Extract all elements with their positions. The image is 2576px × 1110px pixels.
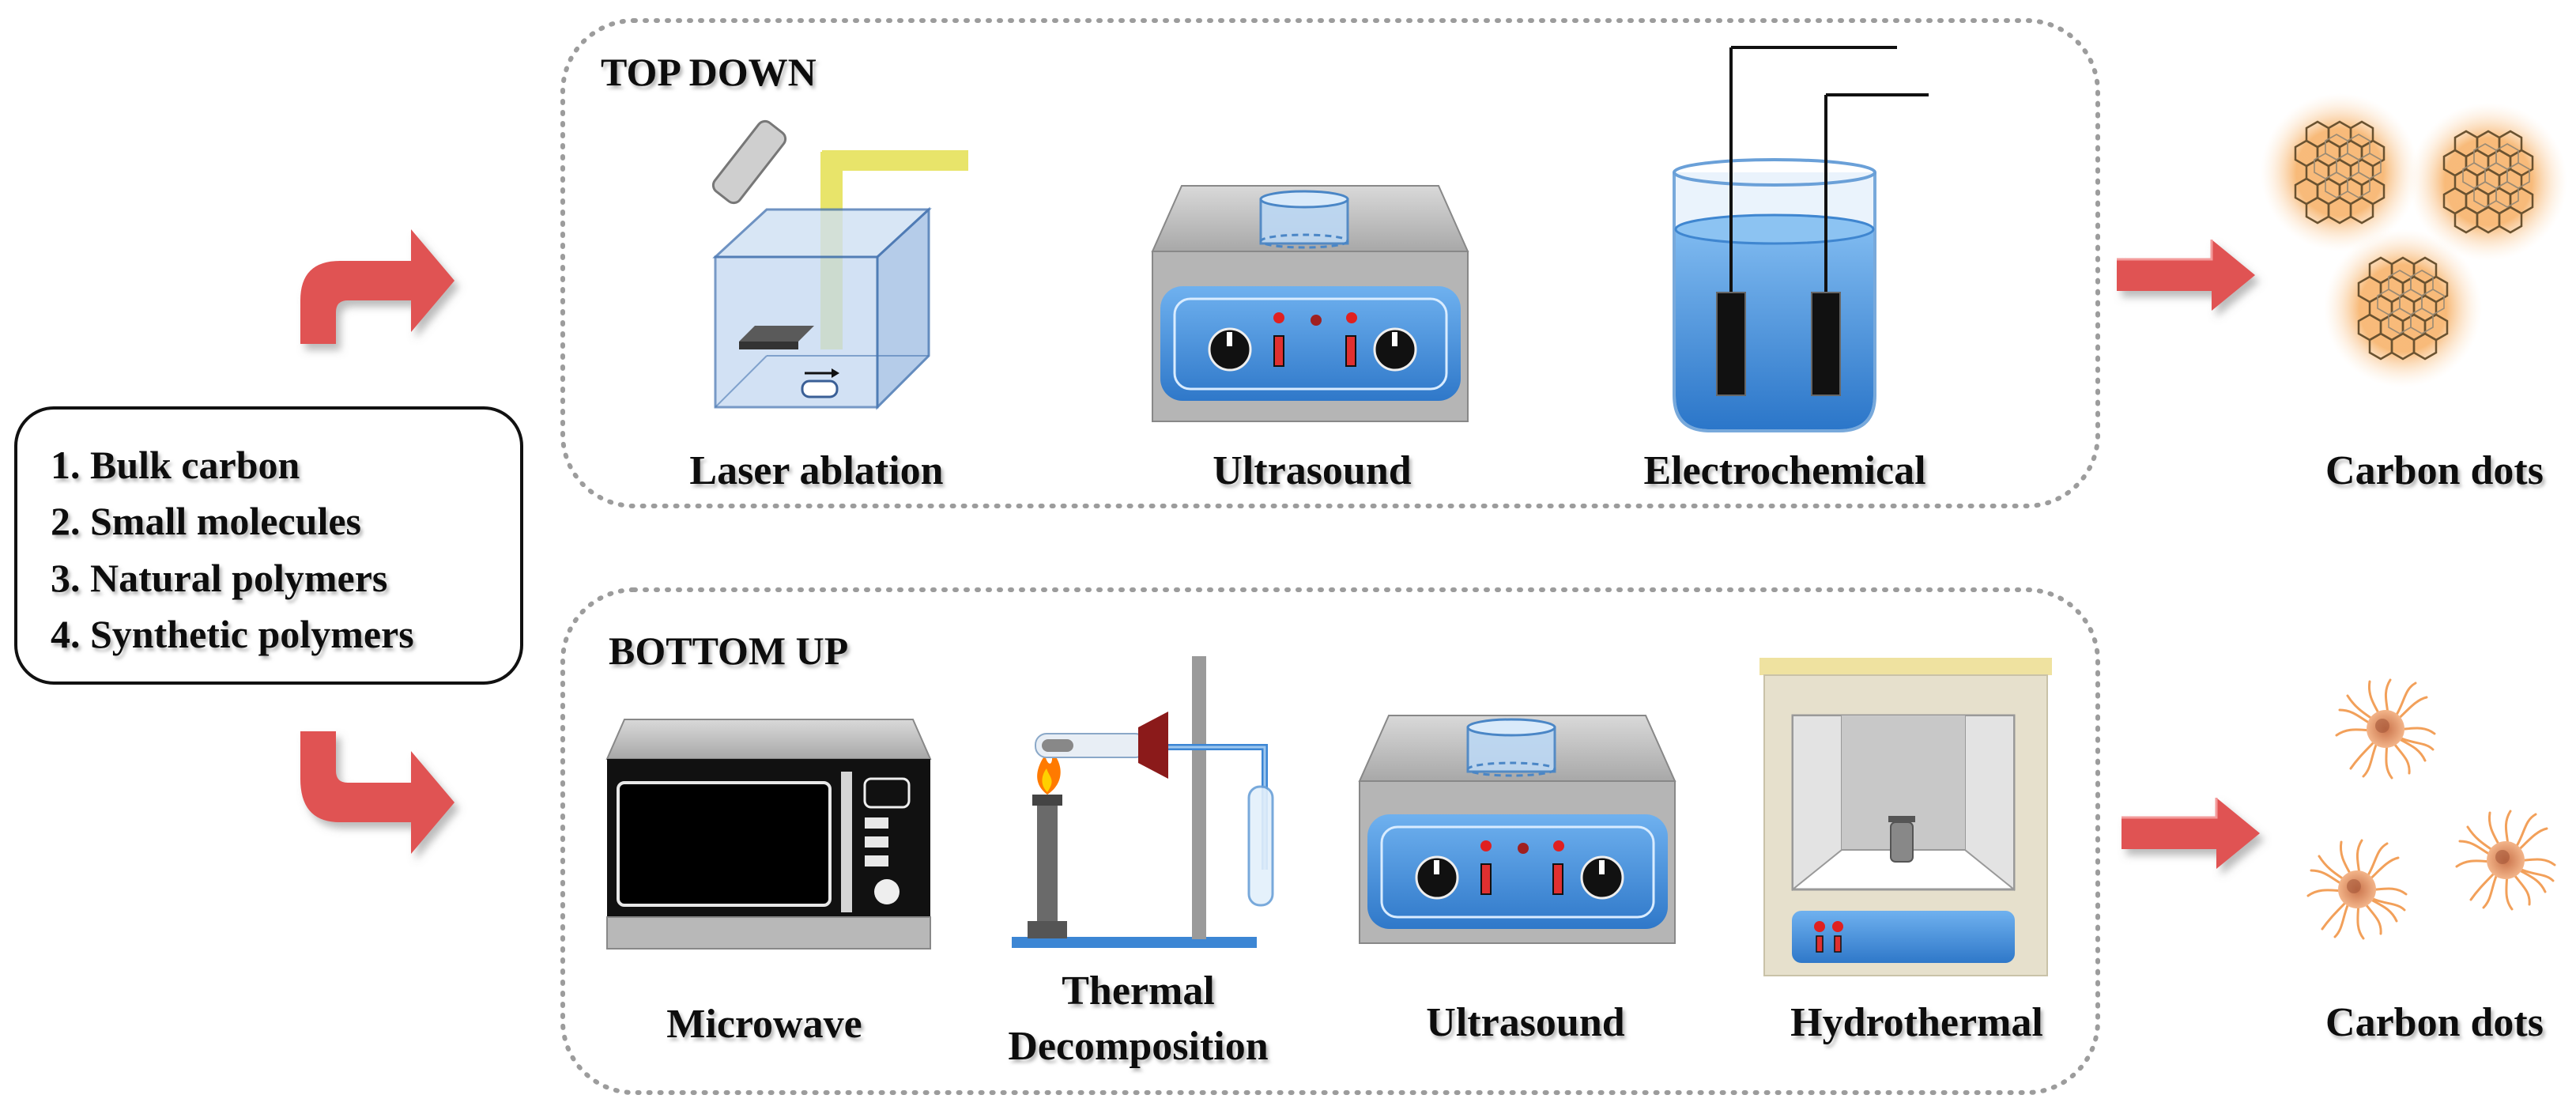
method-thermal-label: Thermal [1062,968,1215,1014]
source-item-4: 4. Synthetic polymers [51,612,414,656]
method-electrochemical-label: Electrochemical [1643,448,1925,493]
source-item-2: 2. Small molecules [51,499,361,543]
top-down-title: TOP DOWN [601,50,817,94]
top-down-panel: TOP DOWN Laser ablation [560,18,2100,508]
method-hydrothermal-label: Hydrothermal [1790,1000,2043,1045]
hydrothermal-oven-icon [1759,658,2052,976]
arrow-right-bottom-icon [2120,796,2261,870]
laser-ablation-icon [711,119,968,410]
arrow-right-top-icon [2115,238,2257,312]
method-ultrasound-top-label: Ultrasound [1213,448,1411,493]
source-item-1: 1. Bulk carbon [51,443,300,487]
source-item-3: 3. Natural polymers [51,556,387,600]
method-decomposition-label: Decomposition [1008,1024,1268,1069]
bottom-up-title: BOTTOM UP [609,629,848,673]
curved-arrow-up-icon [300,229,454,344]
curved-arrow-down-icon [300,731,454,854]
bottom-up-panel: BOTTOM UP Microwave [560,587,2100,1095]
thermal-decomposition-icon [1012,656,1274,948]
polymer-carbon-dots-icon [2306,678,2556,940]
graphitic-carbon-dots-icon [2261,93,2567,387]
bottom-result-label: Carbon dots [2325,1000,2544,1045]
ultrasound-bath-icon [1358,715,1676,944]
method-ultrasound-bottom-label: Ultrasound [1426,1000,1624,1045]
ultrasound-bath-icon [1151,185,1469,422]
microwave-icon [605,719,932,950]
method-microwave-label: Microwave [666,1002,862,1047]
top-result-label: Carbon dots [2325,448,2544,493]
sources-box: 1. Bulk carbon 2. Small molecules 3. Nat… [14,406,523,685]
method-laser-ablation-label: Laser ablation [689,448,943,493]
electrochemical-cell-icon [1673,46,1929,432]
